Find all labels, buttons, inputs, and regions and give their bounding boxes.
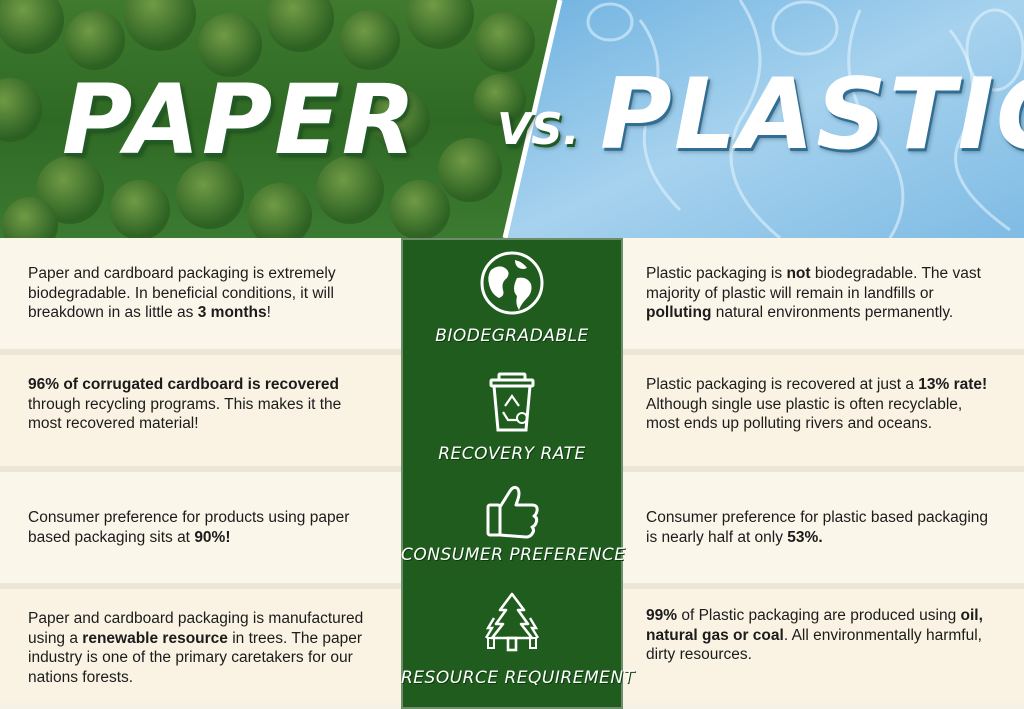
emphasis-text: 53%.	[787, 528, 823, 546]
emphasis-text: 99%	[646, 607, 678, 624]
paper-preference-text: Consumer preference for products using p…	[28, 472, 378, 583]
emphasis-text: not	[786, 265, 811, 283]
emphasis-text: renewable resource	[82, 629, 228, 647]
body-text: Plastic packaging is recovered at just a	[646, 376, 919, 393]
paper-biodegradable-text: Paper and cardboard packaging is extreme…	[28, 238, 378, 349]
paper-resource-text: Paper and cardboard packaging is manufac…	[28, 589, 378, 707]
header-background	[0, 0, 1024, 238]
title-plastic: PLASTIC	[600, 58, 1024, 172]
header-banner: PAPER VS. PLASTIC	[0, 0, 1024, 238]
badge-recovery-rate: RECOVERY RATE	[401, 372, 623, 464]
body-text: Paper and cardboard packaging is manufac…	[28, 610, 364, 647]
plastic-recovery-text: Plastic packaging is recovered at just a…	[646, 355, 996, 466]
thumbs-up-icon	[486, 485, 539, 539]
badge-resource-requirement: RESOURCE REQUIREMENT	[401, 592, 635, 688]
body-text: !	[266, 304, 271, 322]
body-text: Consumer preference for plastic based pa…	[646, 509, 989, 546]
plastic-biodegradable-text: Plastic packaging is not biodegradable. …	[646, 238, 996, 349]
emphasis-text: oil, natural gas or coal	[646, 607, 983, 644]
badge-consumer-preference: CONSUMER PREFERENCE	[401, 483, 626, 565]
title-vs: VS.	[497, 104, 580, 155]
body-text: . All environmentally harmful, dirty res…	[646, 626, 982, 664]
body-text: in trees. The paper industry is one of t…	[28, 629, 363, 686]
trees-icon	[484, 592, 540, 652]
body-text: Plastic packaging is	[646, 265, 787, 283]
plastic-preference-text: Consumer preference for plastic based pa…	[646, 472, 996, 583]
body-text: Consumer preference for products using p…	[28, 509, 350, 546]
paper-recovery-text: 96% of corrugated cardboard is recovered…	[28, 355, 378, 466]
title-paper: PAPER	[62, 64, 418, 176]
emphasis-text: 90%!	[194, 528, 231, 546]
category-label: RESOURCE REQUIREMENT	[401, 668, 635, 688]
body-text: of Plastic packaging are produced using	[677, 607, 961, 624]
body-text: Although single use plastic is often rec…	[646, 395, 963, 433]
body-text: through recycling programs. This makes i…	[28, 395, 342, 433]
category-label: RECOVERY RATE	[438, 444, 586, 464]
recycle-bin-icon	[489, 372, 535, 432]
category-label: BIODEGRADABLE	[435, 326, 589, 346]
body-text: natural environments permanently.	[711, 304, 954, 322]
globe-icon	[480, 251, 544, 315]
plastic-resource-text: 99% of Plastic packaging are produced us…	[646, 589, 996, 707]
category-column: BIODEGRADABLE RECOVERY RATE CONSUMER PRE…	[401, 238, 635, 709]
body-text: biodegradable. The vast majority of plas…	[646, 265, 981, 302]
emphasis-text: polluting	[646, 304, 712, 322]
emphasis-text: 96% of corrugated cardboard is recovered	[28, 376, 339, 393]
emphasis-text: 13% rate!	[918, 376, 988, 393]
category-label: CONSUMER PREFERENCE	[401, 545, 626, 565]
badge-biodegradable: BIODEGRADABLE	[401, 248, 623, 346]
body-text: Paper and cardboard packaging is extreme…	[28, 265, 336, 322]
emphasis-text: 3 months	[197, 304, 267, 322]
